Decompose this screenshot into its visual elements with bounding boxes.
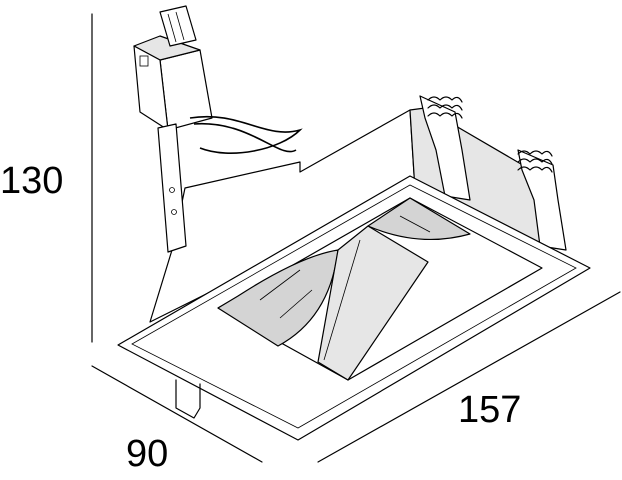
depth-label: 90	[126, 433, 168, 475]
power-cable	[189, 115, 303, 154]
height-label: 130	[0, 160, 63, 202]
driver-assembly	[133, 5, 303, 253]
bracket-hole-1	[169, 187, 175, 193]
dimension-lines	[91, 13, 621, 463]
bottom-tab	[175, 379, 201, 419]
depth-dimension-line	[91, 365, 263, 463]
reflector-hatch-3	[399, 215, 431, 233]
length-label: 157	[458, 389, 521, 431]
reflector-hatch-2	[279, 289, 313, 319]
length-dimension-line	[317, 291, 621, 463]
flange-inner-edge	[131, 184, 577, 429]
power-cable-2	[193, 123, 297, 153]
reflector-divider	[323, 239, 361, 361]
connector-block	[159, 5, 197, 47]
reflector-center	[317, 225, 429, 381]
mounting-clip-left	[419, 95, 471, 201]
fixture-housing	[117, 95, 591, 441]
driver-screw	[139, 55, 149, 67]
mounting-clip-right	[517, 149, 567, 251]
reflector-hatch-1	[259, 269, 301, 301]
driver-box-front	[159, 49, 213, 131]
mounting-bracket	[157, 123, 187, 253]
reflector-top	[367, 197, 471, 241]
bracket-hole-2	[171, 209, 177, 215]
